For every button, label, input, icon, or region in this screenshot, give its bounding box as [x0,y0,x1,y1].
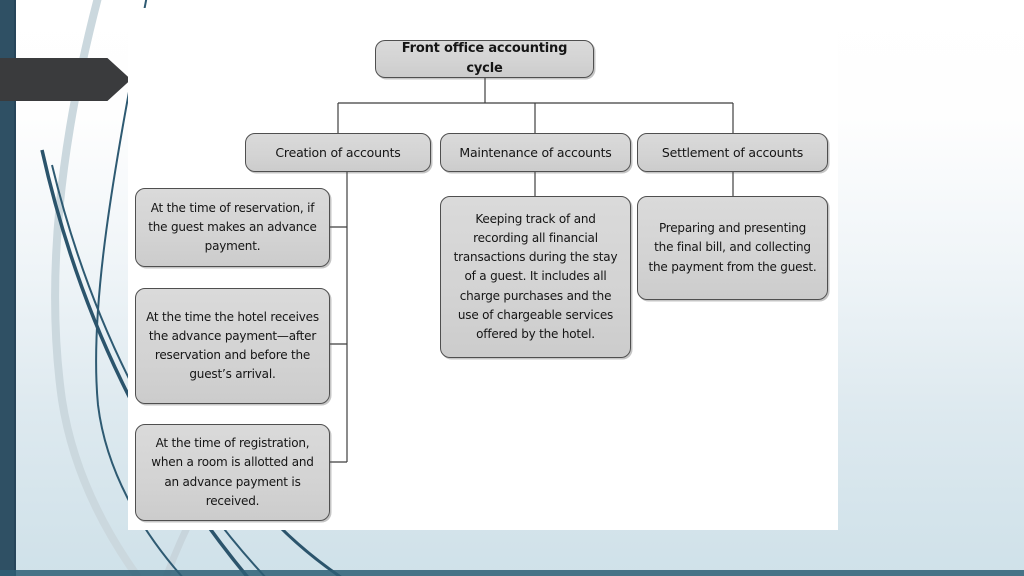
detail-node-creation-registration: At the time of registration, when a room… [135,424,330,521]
branch-label: Settlement of accounts [661,144,804,160]
bottom-accent-strip [0,570,1024,576]
pointer-arrow-shape [0,58,131,101]
left-accent-bar [0,0,16,576]
branch-node-maintenance-of-accounts: Maintenance of accounts [440,133,631,172]
detail-node-creation-reservation: At the time of reservation, if the guest… [135,188,330,267]
root-node-front-office-accounting-cycle: Front office accounting cycle [375,40,594,78]
branch-label: Creation of accounts [275,144,401,160]
detail-text: At the time the hotel receives the advan… [146,309,319,382]
detail-node-creation-advance-payment: At the time the hotel receives the advan… [135,288,330,404]
branch-label: Maintenance of accounts [459,144,612,160]
detail-node-maintenance-description: Keeping track of and recording all finan… [440,196,631,358]
detail-text: Keeping track of and recording all finan… [453,211,618,341]
branch-node-creation-of-accounts: Creation of accounts [245,133,431,172]
detail-text: At the time of reservation, if the guest… [148,200,317,254]
detail-node-settlement-description: Preparing and presenting the final bill,… [637,196,828,300]
root-node-label: Front office accounting cycle [401,40,568,76]
detail-text: Preparing and presenting the final bill,… [648,221,817,274]
branch-node-settlement-of-accounts: Settlement of accounts [637,133,828,172]
detail-text: At the time of registration, when a room… [151,436,314,508]
